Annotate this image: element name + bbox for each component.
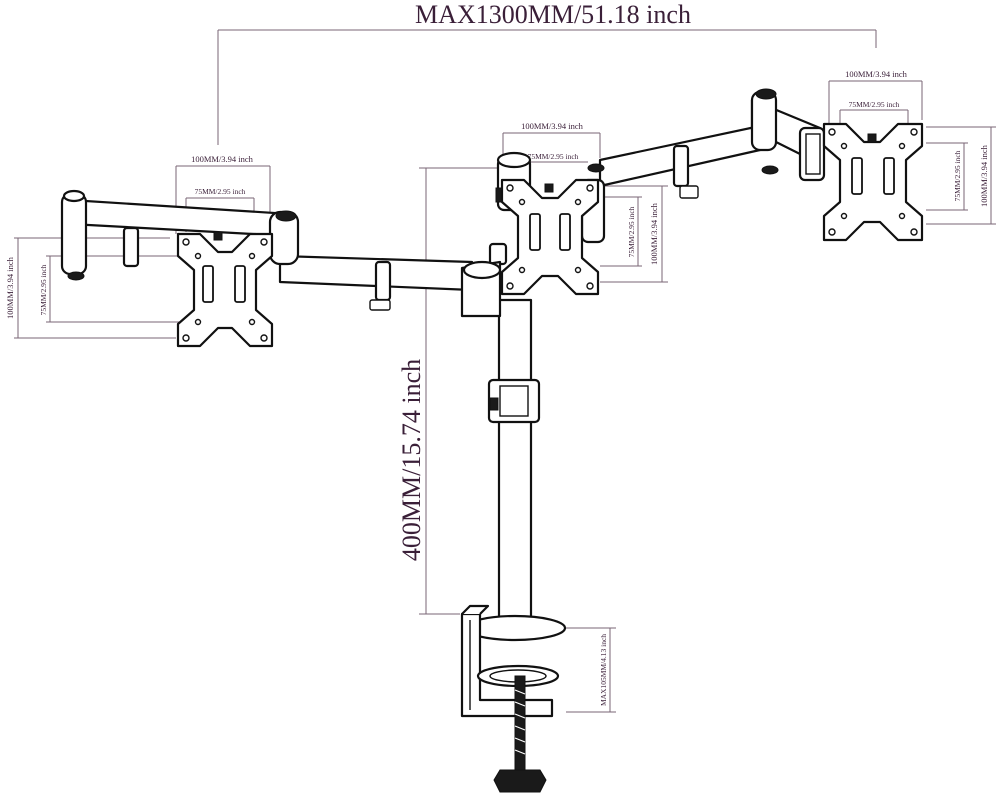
center-vesa-100-h-label: 100MM/3.94 inch [521, 121, 584, 131]
right-vesa-100-v-label: 100MM/3.94 inch [979, 144, 989, 207]
mounting-pole [487, 298, 541, 634]
desk-clamp [460, 604, 567, 793]
right-vesa-100-h-label: 100MM/3.94 inch [845, 69, 908, 79]
clamp-max-label: MAX105MM/4.13 inch [599, 634, 608, 706]
right-arm [598, 88, 826, 199]
right-vesa-75-h-label: 75MM/2.95 inch [849, 100, 900, 109]
right-vesa-plate [822, 122, 924, 242]
center-vesa-plate [500, 178, 600, 296]
center-vesa-75-h-label: 75MM/2.95 inch [528, 152, 579, 161]
overall-width-label: MAX1300MM/51.18 inch [415, 0, 691, 29]
center-vesa-100-v-label: 100MM/3.94 inch [649, 202, 659, 265]
left-vesa-100-v-label: 100MM/3.94 inch [5, 256, 15, 319]
pole-height-label: 400MM/15.74 inch [397, 359, 426, 561]
center-vesa-dimensions: 100MM/3.94 inch 75MM/2.95 inch 100MM/3.9… [502, 121, 668, 283]
left-vesa-plate [176, 231, 274, 348]
clamp-screw [493, 675, 547, 793]
right-vesa-75-v-label: 75MM/2.95 inch [953, 150, 962, 201]
right-vesa-dimensions: 100MM/3.94 inch 75MM/2.95 inch 100MM/3.9… [828, 69, 996, 225]
left-arm [60, 189, 508, 311]
left-vesa-100-h-label: 100MM/3.94 inch [191, 154, 254, 164]
pole-height-dimension: 400MM/15.74 inch [397, 167, 500, 615]
center-vesa-75-v-label: 75MM/2.95 inch [627, 206, 636, 257]
left-vesa-75-h-label: 75MM/2.95 inch [195, 187, 246, 196]
left-vesa-75-v-label: 75MM/2.95 inch [39, 264, 48, 315]
overall-width-dimension: MAX1300MM/51.18 inch [217, 0, 877, 145]
clamp-dimension: MAX105MM/4.13 inch [566, 627, 616, 713]
